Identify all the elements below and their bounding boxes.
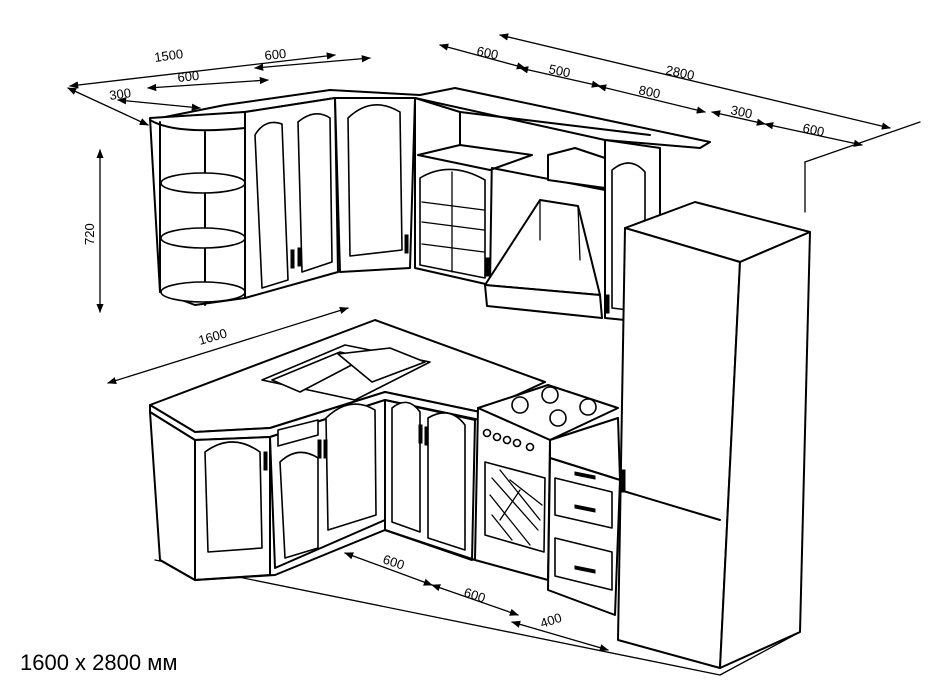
stove [474, 384, 619, 581]
dim-top-right-800: 800 [637, 82, 661, 101]
size-caption: 1600 x 2800 мм [20, 650, 177, 675]
refrigerator [617, 201, 811, 669]
dim-top-left-300: 300 [108, 85, 132, 103]
dim-floor-600-b: 600 [462, 585, 487, 606]
dim-height-720: 720 [82, 223, 97, 245]
dim-top-right-500: 500 [547, 61, 571, 80]
upper-cabinets [149, 87, 711, 321]
dim-top-right-end-600: 600 [801, 120, 825, 139]
dim-top-right-300: 300 [729, 102, 753, 121]
dim-top-right-2800: 2800 [664, 62, 695, 83]
dimension-labels: 1500 600 300 600 720 600 2800 500 800 30… [82, 43, 826, 631]
dim-top-right-600: 600 [475, 43, 499, 62]
dim-top-left-1500: 1500 [153, 46, 184, 65]
corner-shelf-unit [149, 111, 246, 306]
dim-floor-400: 400 [538, 610, 563, 631]
dim-base-left-1600: 1600 [197, 325, 229, 347]
dim-top-left-600: 600 [264, 46, 287, 63]
dimension-lines [67, 33, 891, 652]
upper-glass-cabinet [414, 97, 533, 286]
range-hood [459, 111, 651, 319]
dim-floor-600-a: 600 [381, 552, 406, 573]
dim-top-left-inner-600: 600 [177, 68, 200, 85]
upper-corner-cabinet [334, 97, 416, 273]
drawer-unit [547, 417, 621, 616]
base-cabinets [149, 319, 546, 581]
upper-two-door-cabinet [244, 97, 339, 299]
